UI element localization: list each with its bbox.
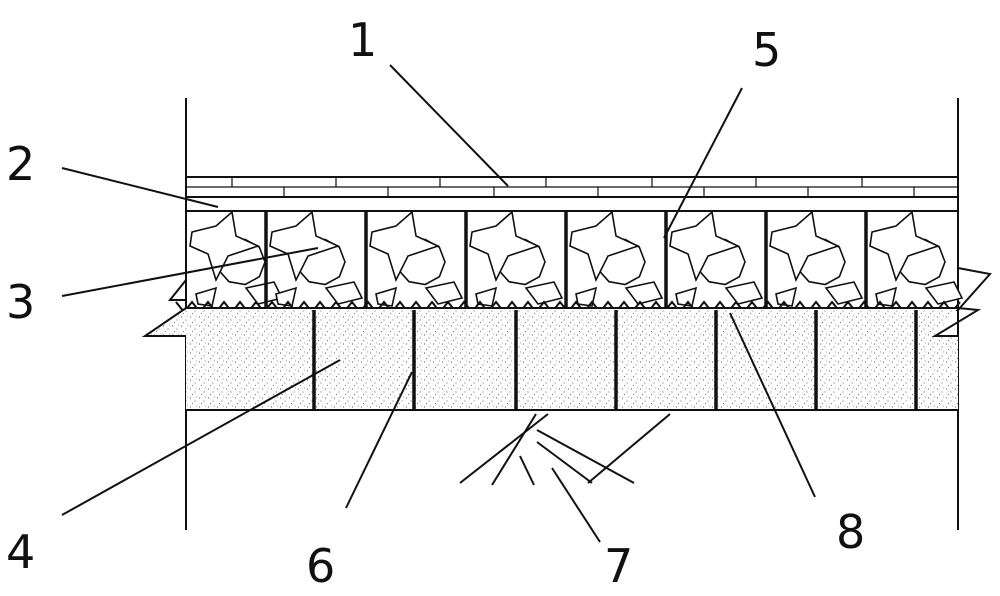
layer-2-bedding — [185, 196, 959, 212]
label-1: 1 — [348, 13, 377, 67]
layer-4-base — [141, 307, 982, 411]
aggregate-stone — [924, 281, 964, 305]
callout-labels: 1 2 3 4 5 6 7 8 — [6, 13, 865, 593]
aggregate-stone — [769, 210, 841, 283]
aggregate-stone — [324, 281, 364, 305]
aggregate-stone — [775, 286, 798, 307]
aggregate-stone — [869, 210, 941, 283]
aggregate-stone — [575, 286, 598, 307]
aggregate-stone — [669, 210, 741, 283]
aggregate-stone — [569, 210, 641, 283]
layer-3-aggregate — [167, 210, 992, 311]
label-3: 3 — [6, 275, 35, 329]
leader-lines — [61, 64, 816, 543]
label-8: 8 — [836, 505, 865, 559]
aggregate-stone — [469, 210, 541, 283]
label-5: 5 — [752, 23, 781, 77]
aggregate-stone — [524, 281, 564, 305]
aggregate-stone — [369, 210, 441, 283]
layer-1-surface-tiles — [185, 176, 959, 198]
element-7-crossing-lines — [459, 413, 671, 486]
aggregate-stone — [424, 281, 464, 305]
label-7: 7 — [604, 539, 633, 593]
aggregate-stone — [724, 281, 764, 305]
label-2: 2 — [6, 137, 35, 191]
aggregate-stone — [189, 210, 261, 283]
aggregate-stone — [375, 286, 398, 307]
label-6: 6 — [306, 539, 335, 593]
aggregate-stone — [269, 210, 341, 283]
aggregate-stone — [824, 281, 864, 305]
aggregate-stone — [624, 281, 664, 305]
label-4: 4 — [6, 525, 35, 579]
